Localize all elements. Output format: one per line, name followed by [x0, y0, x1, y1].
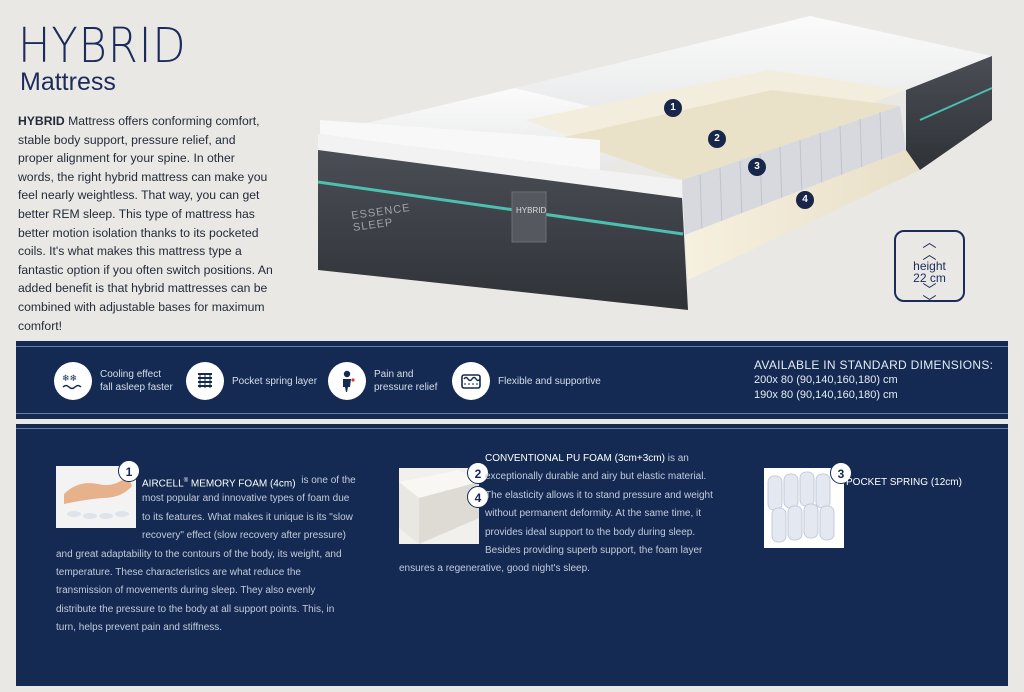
detail-number-3: 3: [830, 462, 852, 484]
aircell-heading: AIRCELL: [142, 478, 184, 490]
dimensions-block: AVAILABLE IN STANDARD DIMENSIONS: 200x 8…: [754, 358, 993, 403]
detail-number-4: 4: [467, 486, 489, 508]
dimensions-line-2: 190x 80 (90,140,160,180) cm: [754, 389, 898, 401]
person-relief-icon: [328, 362, 366, 400]
snowflake-cooling-icon: ❄❄: [54, 362, 92, 400]
pocket-spring-heading: POCKET SPRING (12cm): [846, 477, 962, 488]
features-band: ❄❄ Cooling effect fall asleep faster Pock…: [16, 341, 1008, 419]
aircell-body-wrap: AIRCELL® MEMORY FOAM (4cm) is one of the…: [56, 472, 356, 638]
chevron-up-icon: ︿︿: [922, 234, 937, 262]
layer-marker-2: 2: [708, 130, 726, 148]
spring-icon: [186, 362, 224, 400]
pu-float-spacer: [399, 450, 485, 560]
aircell-float-spacer: [56, 472, 142, 528]
feature-pain-relief: Pain and pressure relief: [328, 362, 437, 400]
panel-divider-top: [16, 428, 1008, 429]
feature-flexible: Flexible and supportive: [452, 362, 601, 400]
mattress-cutaway-image: [317, 16, 993, 310]
feature-pain-line1: Pain and: [374, 369, 414, 380]
feature-pain-line2: pressure relief: [374, 382, 438, 393]
layer-marker-3: 3: [748, 158, 766, 176]
detail-number-2: 2: [467, 462, 489, 484]
pu-foam-body: is an exceptionally durable and airy but…: [399, 453, 713, 575]
chevron-down-icon: ﹀﹀: [922, 282, 937, 310]
band-divider-top: [16, 346, 1008, 347]
detail-number-1: 1: [118, 460, 140, 482]
feature-cooling-line1: Cooling effect: [100, 369, 161, 380]
feature-cooling: ❄❄ Cooling effect fall asleep faster: [54, 362, 173, 400]
intro-bold: HYBRID: [18, 114, 65, 128]
mattress-illustration: ESSENCE SLEEP HYBRID 1 2 3 4: [300, 10, 1000, 330]
details-panel: 1 AIRCELL® MEMORY FOAM (4cm) AIRCELL® ME…: [16, 424, 1008, 686]
height-label: height: [913, 259, 946, 273]
pocket-spring-description: POCKET SPRING (12cm): [846, 474, 1006, 492]
foam-layer-icon: [452, 362, 490, 400]
pu-foam-description: CONVENTIONAL PU FOAM (3cm+3cm) is an exc…: [399, 450, 719, 579]
aircell-registered-mark: ®: [183, 478, 189, 484]
pu-foam-thumbnail: [399, 468, 479, 544]
intro-paragraph: HYBRID Mattress offers conforming comfor…: [18, 112, 274, 335]
pocket-spring-thumbnail: [764, 468, 844, 548]
page-title: HYBRID: [18, 18, 187, 74]
height-value: 22 cm: [913, 271, 946, 285]
pu-foam-heading: CONVENTIONAL PU FOAM (3cm+3cm): [485, 453, 665, 464]
band-divider-bottom: [16, 413, 1008, 414]
mattress-tag-label: HYBRID: [516, 206, 547, 215]
feature-cooling-line2: fall asleep faster: [100, 382, 173, 393]
feature-springs-line1: Pocket spring layer: [232, 375, 318, 387]
aircell-description: AIRCELL® MEMORY FOAM (4cm): [142, 472, 352, 494]
dimensions-heading: AVAILABLE IN STANDARD DIMENSIONS:: [754, 358, 994, 372]
feature-flexible-line1: Flexible and supportive: [498, 375, 601, 387]
layer-marker-4: 4: [796, 191, 814, 209]
dimensions-line-1: 200x 80 (90,140,160,180) cm: [754, 374, 898, 386]
aircell-heading-rest: MEMORY FOAM (4cm): [188, 478, 296, 490]
aircell-body: is one of the most popular and innovativ…: [56, 475, 356, 634]
svg-text:❄❄: ❄❄: [62, 373, 77, 383]
layer-marker-1: 1: [664, 99, 682, 117]
page-subtitle: Mattress: [20, 68, 116, 96]
intro-text: Mattress offers conforming comfort, stab…: [18, 114, 273, 333]
height-badge: ︿︿ height 22 cm ﹀﹀: [894, 230, 965, 309]
feature-springs: Pocket spring layer: [186, 362, 317, 400]
